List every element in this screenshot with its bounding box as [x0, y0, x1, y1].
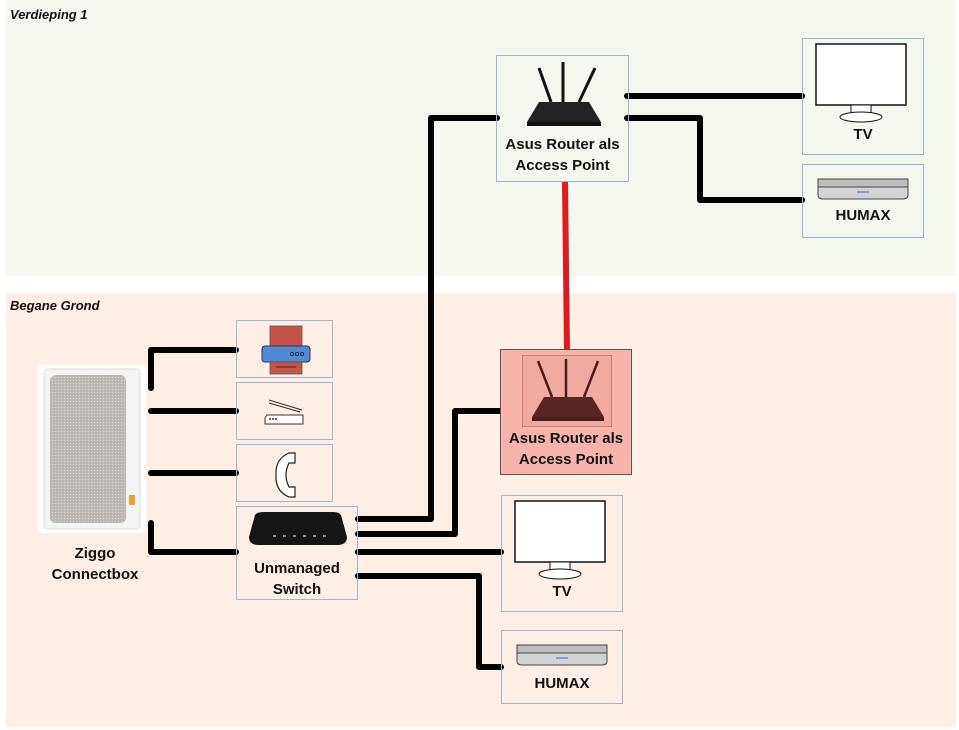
device-label-line2: Access Point — [515, 157, 610, 174]
device-access-point-bottom[interactable]: Asus Router als Access Point — [500, 349, 632, 475]
zone-label-verdieping-1: Verdieping 1 — [10, 7, 88, 22]
wire-switch-to-ap-bottom — [355, 408, 503, 537]
zone-verdieping-1: Verdieping 1 — [6, 0, 956, 276]
telephone-icon — [275, 452, 296, 498]
device-ziggo-connectbox[interactable] — [38, 365, 146, 533]
settop-box-icon — [516, 644, 608, 666]
modem-icon — [43, 368, 141, 530]
wire-switch-to-ap-top — [355, 115, 500, 522]
device-tv-top[interactable]: TV — [802, 38, 924, 155]
device-telephone[interactable] — [236, 444, 333, 502]
scanner-icon — [264, 399, 304, 425]
device-tv-bottom[interactable]: TV — [501, 495, 623, 612]
router-icon — [522, 355, 612, 427]
switch-icon — [249, 512, 347, 545]
zone-label-begane-grond: Begane Grond — [10, 298, 100, 313]
device-unmanaged-switch[interactable]: Unmanaged Switch — [236, 506, 358, 600]
device-humax-top[interactable]: HUMAX — [802, 164, 924, 238]
device-label-line2: Switch — [272, 581, 322, 598]
wireless-link-ap-to-ap — [562, 181, 570, 351]
device-scanner[interactable] — [236, 382, 333, 440]
wire-ap-top-to-humax-top — [624, 115, 805, 203]
tv-icon — [514, 500, 606, 580]
device-label: TV — [552, 583, 572, 600]
device-label-line1: Ziggo — [74, 545, 116, 562]
device-label: HUMAX — [534, 675, 590, 692]
settop-box-icon — [817, 178, 909, 200]
device-label-line1: Asus Router als — [505, 136, 620, 153]
device-label: HUMAX — [835, 207, 891, 224]
device-printer[interactable] — [236, 320, 333, 378]
device-humax-bottom[interactable]: HUMAX — [501, 630, 623, 704]
printer-icon — [261, 325, 311, 375]
device-label-line1: Unmanaged — [254, 560, 340, 577]
device-access-point-top[interactable]: Asus Router als Access Point — [496, 55, 629, 182]
router-icon — [527, 62, 601, 126]
device-label: TV — [853, 126, 873, 143]
tv-icon — [815, 43, 907, 123]
wire-connectbox-to-printer — [148, 347, 239, 391]
wire-switch-to-humax-bottom — [355, 573, 504, 670]
device-label-line1: Asus Router als — [508, 430, 624, 447]
device-label-line2: Access Point — [518, 451, 614, 468]
wire-connectbox-to-switch — [148, 520, 239, 555]
device-label-line2: Connectbox — [51, 566, 139, 583]
